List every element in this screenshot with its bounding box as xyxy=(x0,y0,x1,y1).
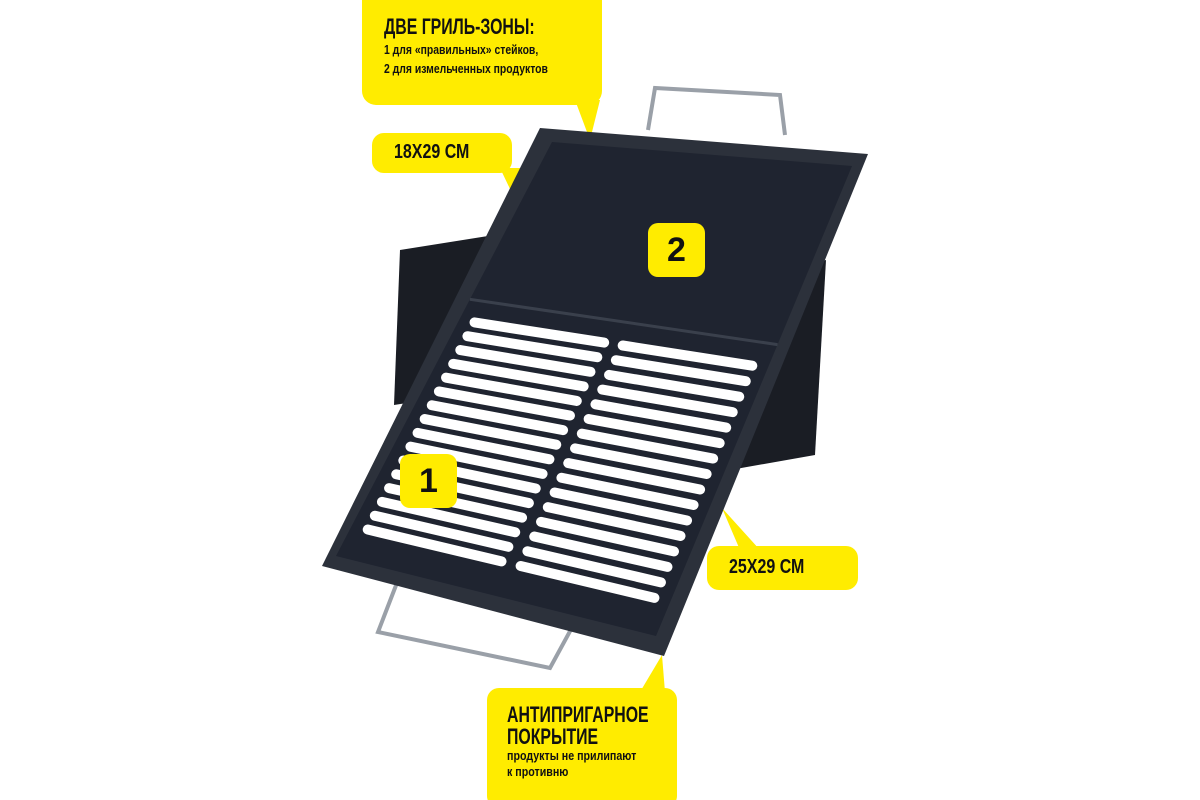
grate-slot xyxy=(617,340,758,371)
grate-slot xyxy=(426,400,569,436)
grate-slot xyxy=(405,441,548,479)
callout-text: продукты не прилипают xyxy=(507,748,637,763)
bottom-wire-handle xyxy=(375,574,577,671)
callout-text: 2 для измельченных продуктов xyxy=(384,61,548,76)
grate-slot xyxy=(597,384,738,418)
grate-slot xyxy=(556,472,699,510)
grate-slot xyxy=(469,317,610,348)
grate-slot xyxy=(576,428,719,464)
grate-slot xyxy=(515,560,660,603)
zone-1-label: 1 xyxy=(400,454,457,508)
callout-grill-zones: ДВЕ ГРИЛЬ-ЗОНЫ: 1 для «правильных» стейк… xyxy=(362,0,602,105)
grate-slot xyxy=(604,369,745,402)
grate-slot xyxy=(536,516,679,557)
size-label: 18X29 СМ xyxy=(394,141,470,163)
grate-slot xyxy=(542,502,686,541)
grate-slot xyxy=(583,413,725,449)
grate-slot xyxy=(412,427,555,465)
grate-slot xyxy=(362,524,507,567)
grate-slot xyxy=(590,399,732,433)
callout-pointer xyxy=(640,655,665,692)
callout-pointer xyxy=(575,100,600,140)
callout-text: 1 для «правильных» стейков, xyxy=(384,42,539,57)
zone-divider xyxy=(469,297,778,347)
grate-slot xyxy=(376,496,521,538)
grate-slot xyxy=(522,546,666,588)
top-wire-handle xyxy=(646,85,787,136)
grate-slot xyxy=(529,531,673,572)
grate-slot xyxy=(549,487,693,526)
grate-slot xyxy=(419,414,562,450)
grate-slot xyxy=(610,355,751,387)
callout-title: ДВЕ ГРИЛЬ-ЗОНЫ: xyxy=(384,14,535,39)
grate-slot xyxy=(369,510,514,552)
grate-slot xyxy=(570,443,712,480)
grate-slot xyxy=(433,386,575,421)
callout-coating: АНТИПРИГАРНОЕ ПОКРЫТИЕ продукты не прили… xyxy=(487,688,677,800)
callout-pointer xyxy=(722,508,760,550)
zone-2-label: 2 xyxy=(648,223,705,277)
grate-slots xyxy=(362,317,758,603)
callout-text: к противню xyxy=(507,764,569,779)
callout-title: АНТИПРИГАРНОЕ xyxy=(507,702,649,727)
grate-slot xyxy=(563,458,706,495)
grate-slot xyxy=(455,345,596,377)
callout-title: ПОКРЫТИЕ xyxy=(507,724,599,749)
callout-size-large: 25X29 СМ xyxy=(707,546,858,590)
grate-slot xyxy=(448,358,589,392)
callout-size-small: 18X29 СМ xyxy=(372,133,512,173)
grate-slot xyxy=(441,372,582,406)
grate-slot xyxy=(462,331,603,363)
size-label: 25X29 СМ xyxy=(729,556,805,578)
tray-body xyxy=(336,142,852,636)
